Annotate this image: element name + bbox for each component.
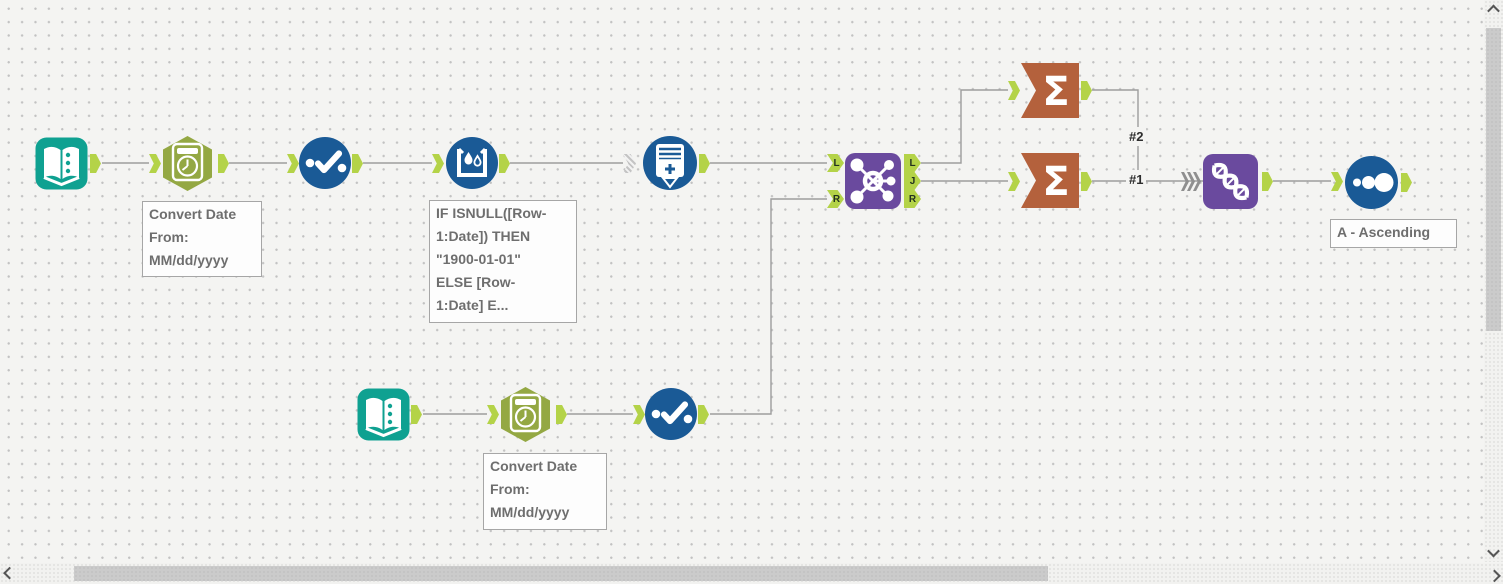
output-anchor[interactable]: [411, 405, 422, 424]
input-anchor[interactable]: [633, 405, 645, 424]
tool-input-data-bottom[interactable]: [357, 388, 410, 441]
tool-input-data-top[interactable]: [35, 137, 88, 190]
input-anchor[interactable]: [487, 405, 499, 424]
optional-input-anchor[interactable]: [623, 154, 636, 173]
tool-generate-rows[interactable]: [643, 136, 697, 190]
anchor-label: R: [908, 193, 917, 205]
anchor-label: L: [833, 157, 840, 169]
scroll-right-button[interactable]: [1486, 566, 1503, 583]
datetime-calendar-clock-icon: [163, 136, 212, 191]
union-zipper-icon: [1203, 154, 1258, 209]
vertical-scrollbar-thumb[interactable]: [1486, 28, 1501, 331]
input-anchor[interactable]: [1008, 81, 1020, 100]
connection-label-1: #1: [1126, 170, 1147, 189]
chevron-right-icon: [1488, 569, 1501, 583]
output-anchor[interactable]: [1401, 173, 1412, 192]
join-output-anchor-join[interactable]: J: [904, 172, 921, 190]
connection-wire[interactable]: [1092, 89, 1139, 181]
input-anchor[interactable]: [432, 154, 444, 173]
join-output-anchor-right[interactable]: R: [904, 190, 921, 208]
connection-wire[interactable]: [710, 198, 827, 415]
generate-rows-icon: [643, 136, 697, 190]
annotation-datetime-bottom[interactable]: Convert Date From: MM/dd/yyyy: [483, 453, 607, 530]
annotation-sort[interactable]: A - Ascending: [1330, 219, 1457, 248]
output-anchor[interactable]: [499, 154, 510, 173]
scroll-left-button[interactable]: [1, 566, 18, 583]
tool-sort[interactable]: [1345, 156, 1398, 209]
workflow-canvas[interactable]: L R L J R Σ: [0, 0, 1484, 562]
horizontal-scrollbar-thumb[interactable]: [74, 566, 1048, 581]
input-anchor[interactable]: [1331, 172, 1343, 191]
datetime-calendar-clock-icon: [501, 387, 550, 442]
output-anchor[interactable]: [698, 405, 709, 424]
summarize-sigma-icon: Σ: [1021, 153, 1079, 208]
connection-wires: [102, 89, 1331, 415]
anchor-label: J: [909, 175, 916, 187]
summarize-sigma-icon: Σ: [1021, 63, 1079, 118]
select-checkmark-icon: [299, 137, 351, 189]
output-anchor[interactable]: [1262, 172, 1273, 191]
input-data-book-icon: [357, 388, 410, 441]
connection-label-2: #2: [1126, 127, 1147, 146]
join-input-anchor-left[interactable]: L: [827, 154, 844, 172]
input-anchor[interactable]: [1008, 172, 1020, 191]
annotation-datetime-top[interactable]: Convert Date From: MM/dd/yyyy: [142, 201, 262, 277]
sigma-glyph: Σ: [1042, 69, 1069, 115]
output-anchor[interactable]: [1081, 81, 1092, 100]
output-anchor[interactable]: [352, 154, 363, 173]
input-anchor[interactable]: [287, 154, 299, 173]
sigma-glyph: Σ: [1042, 159, 1069, 205]
output-anchor[interactable]: [1081, 172, 1092, 191]
output-anchor[interactable]: [699, 154, 710, 173]
output-anchor[interactable]: [90, 154, 101, 173]
multi-row-formula-icon: [446, 137, 498, 189]
join-input-anchor-right[interactable]: R: [827, 190, 844, 208]
output-anchor[interactable]: [218, 154, 229, 173]
tool-summarize-bottom[interactable]: Σ: [1021, 153, 1079, 208]
scroll-down-button[interactable]: [1485, 544, 1502, 561]
chevron-up-icon: [1487, 4, 1500, 18]
tool-select-bottom[interactable]: [645, 388, 697, 440]
tool-union[interactable]: [1203, 154, 1258, 209]
anchor-label: L: [909, 157, 916, 169]
chevron-left-icon: [3, 566, 16, 580]
tool-join[interactable]: [845, 153, 901, 209]
join-output-anchor-left[interactable]: L: [904, 154, 921, 172]
scroll-up-button[interactable]: [1485, 1, 1502, 18]
input-anchor[interactable]: [149, 154, 161, 173]
sort-dots-icon: [1345, 156, 1398, 209]
tool-summarize-top[interactable]: Σ: [1021, 63, 1079, 118]
connection-wire[interactable]: [921, 89, 1008, 164]
annotation-multirow-formula[interactable]: IF ISNULL([Row- 1:Date]) THEN "1900-01-0…: [429, 200, 577, 323]
select-checkmark-icon: [645, 388, 697, 440]
tool-datetime-top[interactable]: [159, 135, 216, 192]
anchor-label: R: [832, 193, 841, 205]
input-data-book-icon: [35, 137, 88, 190]
chevron-down-icon: [1487, 544, 1500, 558]
tool-select-top[interactable]: [299, 137, 351, 189]
output-anchor[interactable]: [556, 405, 567, 424]
tool-datetime-bottom[interactable]: [497, 386, 554, 443]
join-network-icon: [845, 153, 901, 209]
tool-multirow-formula[interactable]: [446, 137, 498, 189]
